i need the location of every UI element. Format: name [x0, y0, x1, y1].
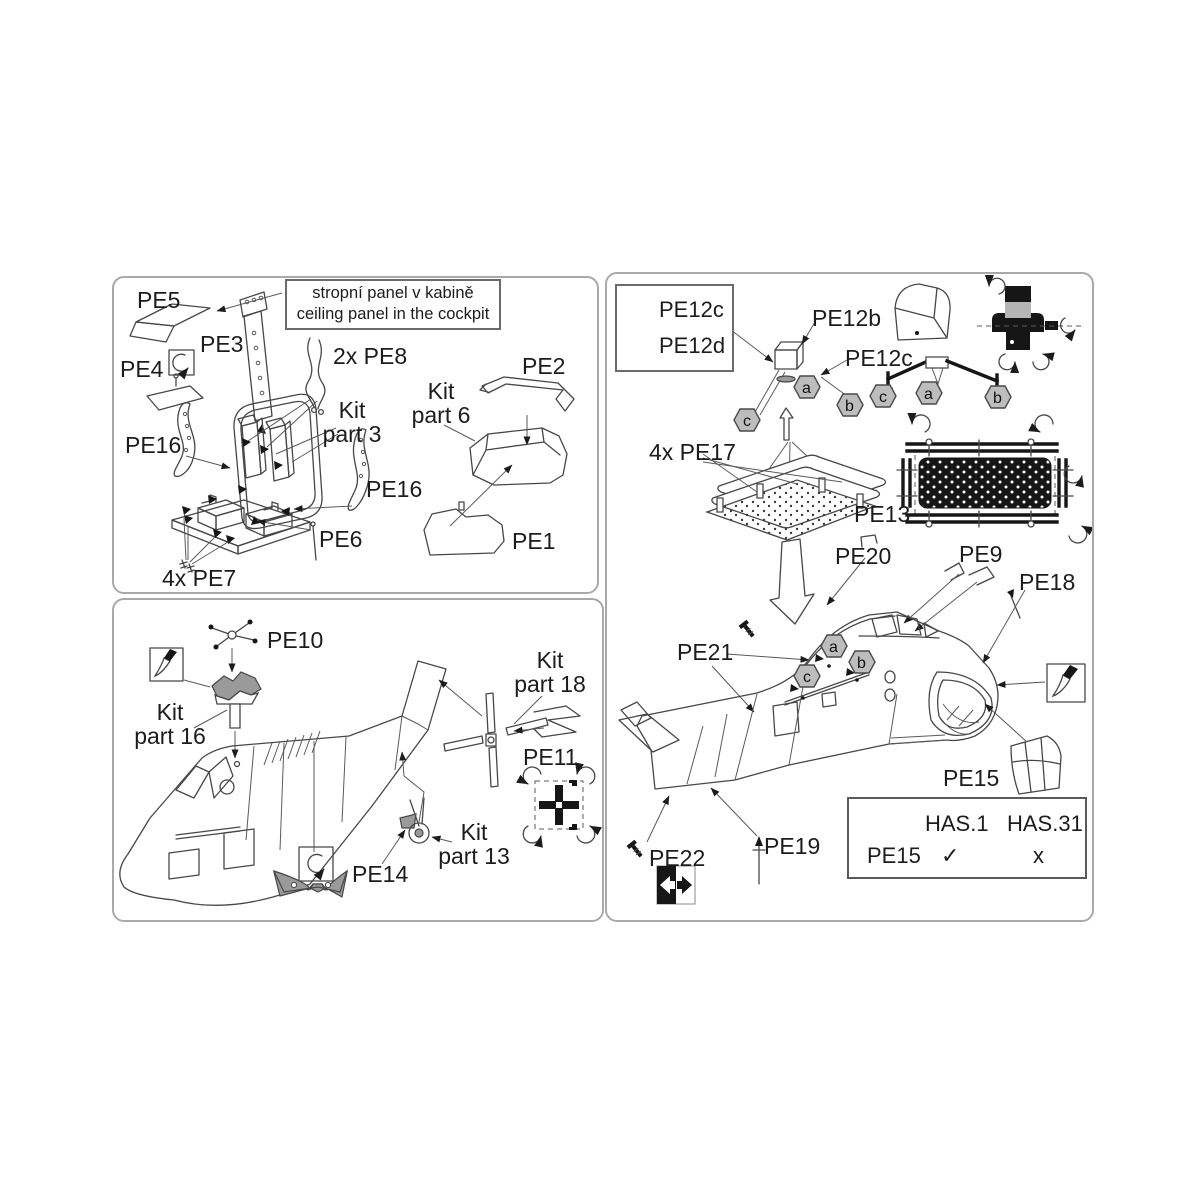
label-pe16-left: PE16 [125, 432, 182, 458]
label-pe11: PE11 [523, 744, 578, 770]
pe21-bolt-icon [738, 619, 755, 638]
label-legend-pe12d: PE12d [659, 333, 726, 358]
kit-part13-drawing [399, 751, 452, 843]
fuselage-side-drawing [114, 619, 602, 920]
table-check: ✓ [941, 843, 960, 868]
both-sides-icon [657, 866, 695, 904]
pe14-part [274, 829, 405, 897]
pe12b-assembly [743, 322, 847, 506]
pe16-right-part [293, 429, 369, 513]
pe18-part [983, 589, 1025, 664]
battery-box-drawing [895, 284, 950, 340]
note-line-en: ceiling panel in the cockpit [296, 305, 490, 324]
table-x: x [1033, 843, 1044, 868]
label-pe3: PE3 [200, 331, 244, 357]
label-pe17: 4x PE17 [649, 439, 736, 465]
label-pe10: PE10 [267, 627, 324, 653]
table-col-has1: HAS.1 [925, 811, 989, 836]
pe5-part [130, 304, 210, 342]
label-pe14: PE14 [352, 861, 409, 887]
hex-letter: b [993, 390, 1002, 407]
rotate-icon [169, 350, 194, 380]
pe10-part [208, 619, 258, 673]
helicopter-side-view [120, 661, 446, 905]
label-pe20: PE20 [835, 543, 892, 569]
label-pe21: PE21 [677, 639, 734, 665]
pe11-part [513, 706, 580, 737]
pe4-part [147, 374, 203, 410]
pe20-part [827, 535, 877, 606]
hex-letter: a [924, 386, 933, 403]
label-pe12b: PE12b [812, 305, 882, 331]
pe11-install-icon [516, 762, 602, 848]
label-pe7: 4x PE7 [162, 565, 237, 591]
helicopter-front-view [619, 612, 998, 789]
label-pe6: PE6 [319, 526, 363, 552]
hex-letter: b [845, 398, 854, 415]
label-legend-pe12c: PE12c [659, 297, 724, 322]
pe6-part [256, 518, 316, 560]
hex-letter: a [829, 639, 838, 656]
knife-icon [150, 648, 183, 681]
pe13-radiator-drawing [897, 412, 1092, 543]
pe3-part [240, 292, 272, 434]
note-line-cz: stropní panel v kabině [312, 284, 474, 302]
pe19-pin-icon [753, 836, 765, 884]
pe1-part [424, 465, 513, 555]
label-pe13: PE13 [854, 501, 911, 527]
engine-install-icon [977, 274, 1082, 374]
label-pe22: PE22 [649, 845, 706, 871]
hex-letter: c [879, 389, 887, 406]
pe9-parts [903, 563, 994, 631]
rotate-icon [299, 847, 333, 881]
pe15-part [984, 704, 1061, 794]
kit-part18-drawing [438, 680, 548, 787]
label-pe1: PE1 [512, 528, 556, 554]
kit-part6-drawing [444, 425, 567, 485]
external-parts-drawing: a b c c a b a b c [607, 274, 1092, 920]
pe7-parts [180, 518, 228, 572]
panel-external-parts: a b c c a b a b c PE12c PE12d PE12b PE12… [605, 272, 1094, 922]
panel-cockpit-parts: stropní panel v kabině ceiling panel in … [112, 276, 599, 594]
big-arrow [770, 539, 814, 624]
pe8-part [248, 338, 325, 447]
table-row-part: PE15 [867, 843, 921, 868]
pe12-legend-box [615, 284, 734, 372]
pe2-part [480, 377, 574, 446]
hex-letter: c [743, 413, 751, 430]
label-pe5: PE5 [137, 287, 181, 313]
label-pe19: PE19 [764, 833, 821, 859]
ceiling-panel-note: stropní panel v kabině ceiling panel in … [285, 279, 501, 330]
table-col-has31: HAS.31 [1007, 811, 1083, 836]
label-pe16-right: PE16 [366, 476, 423, 502]
cockpit-parts-drawing [114, 278, 597, 592]
kit-part16-drawing [194, 672, 261, 759]
knife-icon [1047, 664, 1085, 702]
label-pe8: 2x PE8 [333, 343, 408, 369]
hex-badges: a b c c a b a b c [734, 376, 1011, 687]
label-pe9: PE9 [959, 541, 1003, 567]
hex-letter: a [802, 380, 811, 397]
label-pe15: PE15 [943, 765, 1000, 791]
pe16-left-part [174, 403, 231, 477]
label-pe4: PE4 [120, 356, 164, 382]
seat-assembly-drawing [172, 394, 322, 554]
hex-letter: c [803, 669, 811, 686]
pe17-tray-drawing [703, 454, 886, 540]
label-pe12c: PE12c [845, 345, 913, 371]
label-pe18: PE18 [1019, 569, 1076, 595]
label-pe2: PE2 [522, 353, 566, 379]
pe22-bolt-icon [626, 839, 643, 858]
variant-table: HAS.1 HAS.31 PE15 ✓ x [847, 797, 1087, 879]
hex-letter: b [857, 655, 866, 672]
